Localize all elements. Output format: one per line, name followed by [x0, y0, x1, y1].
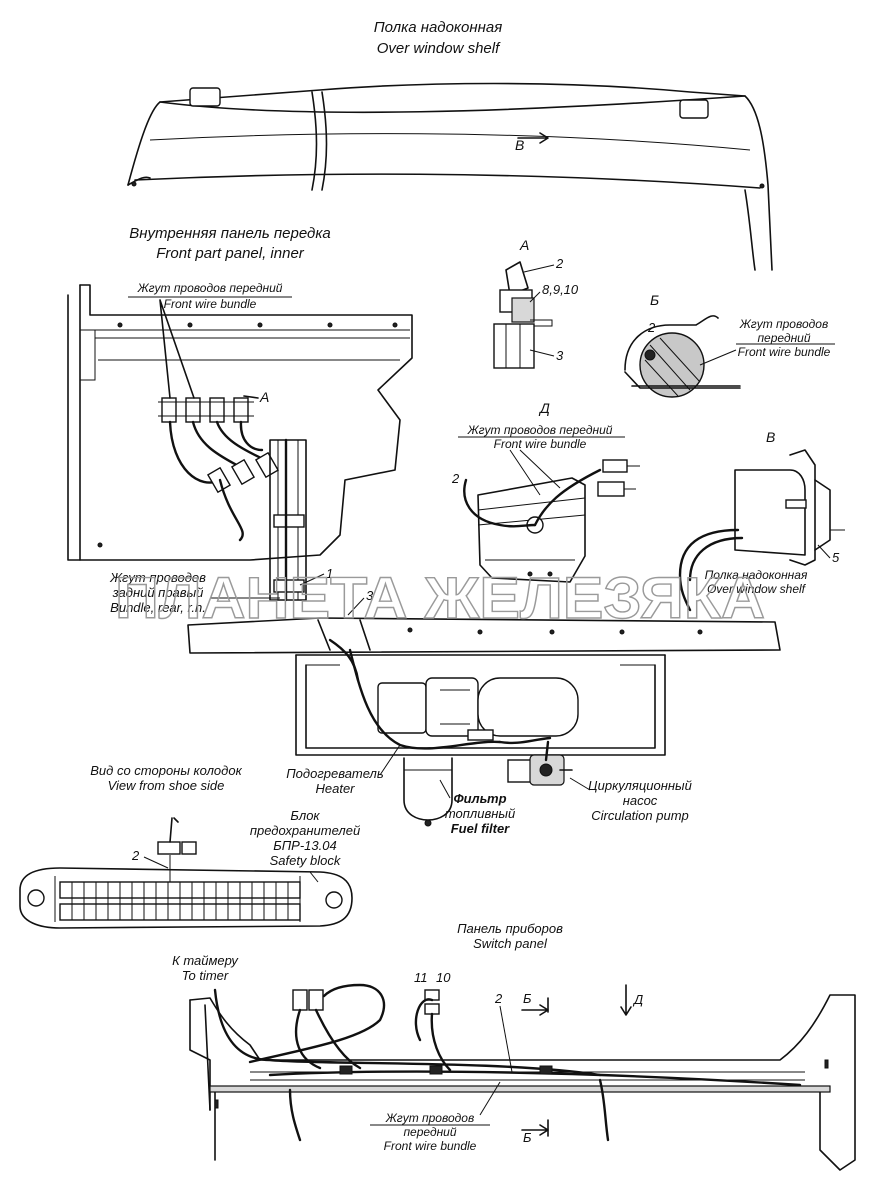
switch-wire-en: Front wire bundle — [384, 1139, 477, 1153]
front-panel-callout-A: А — [259, 389, 269, 405]
filter-label-ru-2: топливный — [445, 806, 515, 821]
watermark: ПЛАНЕТА ЖЕЛЕЗЯКА — [115, 566, 765, 631]
switch-panel-drawing — [189, 983, 856, 1171]
detail-D-wire-en: Front wire bundle — [494, 437, 587, 451]
fuse-block-model: БПР-13.04 — [273, 838, 336, 853]
front-wire-ru: Жгут проводов передний — [137, 281, 283, 295]
switch-view-D: Д — [632, 992, 643, 1007]
detail-V-shelf-en: Over window shelf — [707, 582, 807, 596]
shelf-title-en: Over window shelf — [377, 40, 501, 57]
timer-label-ru: К таймеру — [172, 953, 239, 968]
fuse-block-drawing — [19, 817, 353, 929]
front-wire-en: Front wire bundle — [164, 297, 257, 311]
switch-section-B1: Б — [523, 991, 532, 1006]
detail-A-callout-2: 2 — [555, 256, 564, 271]
switch-panel-ru: Панель приборов — [457, 921, 563, 936]
switch-callout-2: 2 — [494, 991, 503, 1006]
callout-1: 1 — [326, 566, 333, 581]
filter-label-en: Fuel filter — [451, 821, 510, 836]
fuse-callout-2: 2 — [131, 848, 140, 863]
detail-B-drawing — [624, 315, 741, 398]
switch-callout-11: 11 — [414, 970, 428, 985]
detail-D-drawing — [463, 449, 640, 583]
detail-A-title: А — [519, 237, 529, 253]
rear-bundle-ru-2: задний правый — [112, 585, 204, 600]
detail-D-title: Д — [538, 400, 550, 416]
pump-label-en: Circulation pump — [591, 808, 689, 823]
pump-label-ru-1: Циркуляционный — [588, 778, 692, 793]
over-window-shelf-drawing: B — [127, 82, 773, 271]
shelf-title-ru: Полка надоконная — [374, 19, 502, 36]
filter-label-ru-1: Фильтр — [453, 791, 506, 806]
detail-A-callout-8910: 8,9,10 — [542, 282, 579, 297]
switch-callout-10: 10 — [436, 970, 451, 985]
fuse-block-ru-1: Блок — [290, 808, 320, 823]
callout-3: 3 — [366, 588, 374, 603]
detail-D-callout-2: 2 — [451, 471, 460, 486]
detail-B-callout-2: 2 — [647, 320, 656, 335]
detail-B-wire-en: Front wire bundle — [738, 345, 831, 359]
fuse-block-ru-2: предохранителей — [250, 823, 360, 838]
timer-label-en: To timer — [182, 968, 229, 983]
rear-bundle-ru-1: Жгут проводов — [109, 570, 206, 585]
heater-assembly-drawing — [187, 617, 781, 827]
detail-A-drawing — [493, 261, 553, 369]
switch-wire-ru-1: Жгут проводов — [385, 1111, 474, 1125]
detail-V-title: В — [766, 429, 775, 445]
front-panel-title-ru: Внутренняя панель передка — [129, 225, 331, 242]
fuse-block-en: Safety block — [270, 853, 342, 868]
switch-panel-en: Switch panel — [473, 936, 548, 951]
front-panel-title-en: Front part panel, inner — [156, 245, 305, 262]
switch-section-B2: Б — [523, 1130, 532, 1145]
heater-label-en: Heater — [315, 781, 355, 796]
switch-wire-ru-2: передний — [403, 1125, 456, 1139]
detail-D-wire-ru: Жгут проводов передний — [467, 423, 613, 437]
pump-label-ru-2: насос — [623, 793, 658, 808]
detail-V-callout-5: 5 — [832, 550, 840, 565]
detail-V-shelf-ru: Полка надоконная — [705, 568, 808, 582]
detail-B-title: Б — [650, 292, 659, 308]
shoe-view-en: View from shoe side — [108, 778, 225, 793]
front-panel-drawing — [67, 284, 413, 602]
shelf-view-label: B — [515, 137, 524, 153]
detail-A-callout-3: 3 — [556, 348, 564, 363]
detail-B-wire-ru-2: передний — [757, 331, 810, 345]
shoe-view-ru: Вид со стороны колодок — [90, 763, 242, 778]
detail-V-drawing — [678, 449, 845, 612]
rear-bundle-en: Bundle, rear, r.h. — [110, 600, 206, 615]
detail-B-wire-ru-1: Жгут проводов — [739, 317, 828, 331]
heater-label-ru: Подогреватель — [286, 766, 384, 781]
